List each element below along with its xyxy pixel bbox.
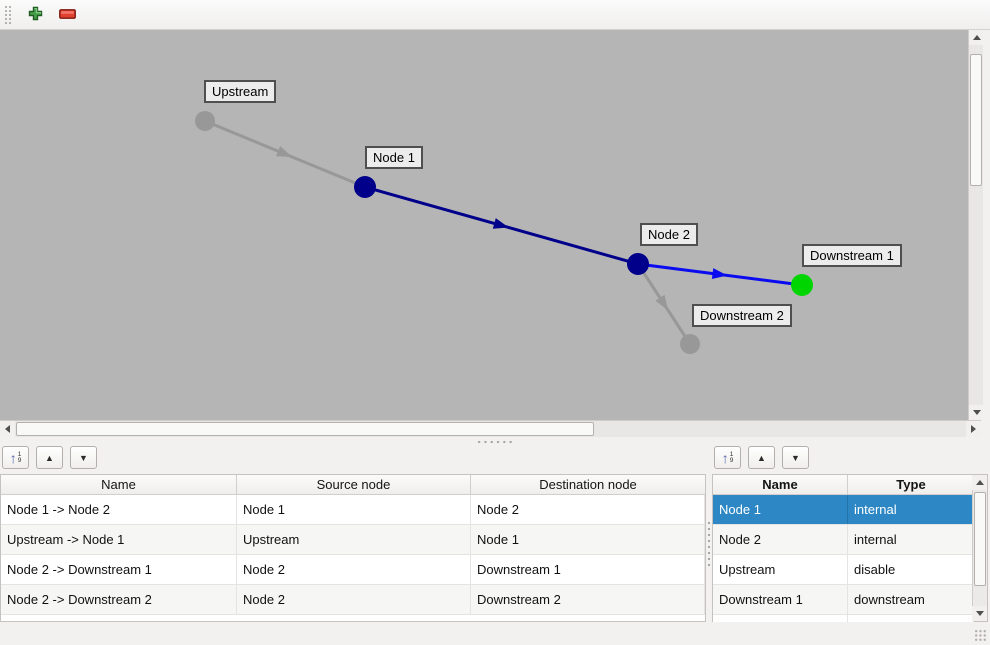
nodes-table-header: Name Type [713,475,974,495]
node-label-downstream2: Downstream 2 [692,304,792,327]
cell-destination: Node 1 [471,525,705,554]
horizontal-scroll-thumb[interactable] [16,422,594,436]
node-table-row-0[interactable]: Node 1 internal [713,495,974,525]
node-table-row-1[interactable]: Node 2 internal [713,525,974,555]
down-triangle-icon: ▼ [791,452,800,463]
status-strip [0,622,990,645]
up-triangle-icon: ▲ [45,452,54,463]
up-triangle-icon: ▲ [757,452,766,463]
node-table-row-3[interactable]: Downstream 1 downstream [713,585,974,615]
cell-destination: Downstream 1 [471,555,705,584]
table-scroll-thumb[interactable] [974,492,986,586]
cell-source: Node 2 [237,555,471,584]
cell-name: Node 2 [713,525,848,554]
cell-type: downstream [848,585,974,614]
edges-table: Name Source node Destination node Node 1… [0,474,706,622]
node-label-node2: Node 2 [640,223,698,246]
graph-node-downstream1[interactable] [791,274,813,296]
cell-name: Node 1 [713,495,848,524]
edge-table-row-1[interactable]: Upstream -> Node 1 Upstream Node 1 [1,525,705,555]
main-toolbar [0,0,990,30]
cell-type: internal [848,495,974,524]
graph-node-node2[interactable] [627,253,649,275]
cell-source: Upstream [237,525,471,554]
node-move-up-button[interactable]: ▲ [748,446,775,469]
edge-arrowhead [711,268,728,280]
splitter-grip-dots [707,520,711,568]
toolbar-drag-grip[interactable] [4,4,12,25]
column-header-destination-node[interactable]: Destination node [539,477,637,492]
cell-type: disable [848,555,974,584]
canvas-vertical-scrollbar[interactable] [968,30,984,420]
scroll-down-arrow[interactable] [972,606,987,621]
graph-node-node1[interactable] [354,176,376,198]
cell-name: Downstream 1 [713,585,848,614]
vertical-pane-splitter[interactable] [706,474,712,622]
edge-table-row-2[interactable]: Node 2 -> Downstream 1 Node 2 Downstream… [1,555,705,585]
column-header-name[interactable]: Name [1,475,237,494]
column-header-type[interactable]: Type [896,477,926,492]
graph-node-upstream[interactable] [195,111,215,131]
nodes-table-body: Name Type Node 1 internal Node 2 interna… [713,475,974,622]
edge-arrowhead [492,218,509,229]
splitter-grip-dots [476,440,514,444]
node-label-upstream: Upstream [204,80,277,103]
scroll-right-arrow[interactable] [966,421,981,437]
minus-icon [58,7,76,22]
scroll-up-arrow[interactable] [972,475,987,490]
edges-table-header: Name Source node Destination node [1,475,705,495]
node-table-row-partial[interactable] [713,615,974,622]
nodes-table-scrollbar[interactable] [972,475,987,621]
down-triangle-icon: ▼ [79,452,88,463]
column-header-source-node[interactable]: Source node [237,475,471,494]
horizontal-pane-splitter[interactable] [0,437,990,447]
node-label-node1: Node 1 [365,146,423,169]
node-table-row-2[interactable]: Upstream disable [713,555,974,585]
edge-table-row-3[interactable]: Node 2 -> Downstream 2 Node 2 Downstream… [1,585,705,615]
add-button[interactable] [22,2,48,28]
edge-move-down-button[interactable]: ▼ [70,446,97,469]
column-header-name[interactable]: Name [713,475,848,494]
nodes-table: Name Type Node 1 internal Node 2 interna… [712,474,988,622]
cell-name: Node 1 -> Node 2 [1,495,237,524]
plus-icon [28,6,43,24]
scrollbar-corner [983,30,990,437]
edge-move-up-button[interactable]: ▲ [36,446,63,469]
cell-name: Upstream -> Node 1 [1,525,237,554]
scroll-up-arrow[interactable] [969,30,984,45]
scroll-left-arrow[interactable] [0,421,15,437]
cell-source: Node 2 [237,585,471,614]
cell-name: Upstream [713,555,848,584]
graph-svg [195,111,813,354]
node-label-downstream1: Downstream 1 [802,244,902,267]
edge-arrowhead [655,294,669,311]
cell-name: Node 2 -> Downstream 2 [1,585,237,614]
canvas-horizontal-scrollbar[interactable] [0,420,981,437]
window-resize-grip[interactable] [974,629,987,642]
cell-type: internal [848,525,974,554]
node-move-down-button[interactable]: ▼ [782,446,809,469]
remove-button[interactable] [54,2,80,28]
vertical-scroll-thumb[interactable] [970,54,982,186]
cell-destination: Downstream 2 [471,585,705,614]
cell-destination: Node 2 [471,495,705,524]
graph-node-downstream2[interactable] [680,334,700,354]
edge-table-row-0[interactable]: Node 1 -> Node 2 Node 1 Node 2 [1,495,705,525]
cell-source: Node 1 [237,495,471,524]
edge-arrowhead [275,146,292,157]
scroll-down-arrow[interactable] [969,405,984,420]
cell-name: Node 2 -> Downstream 1 [1,555,237,584]
